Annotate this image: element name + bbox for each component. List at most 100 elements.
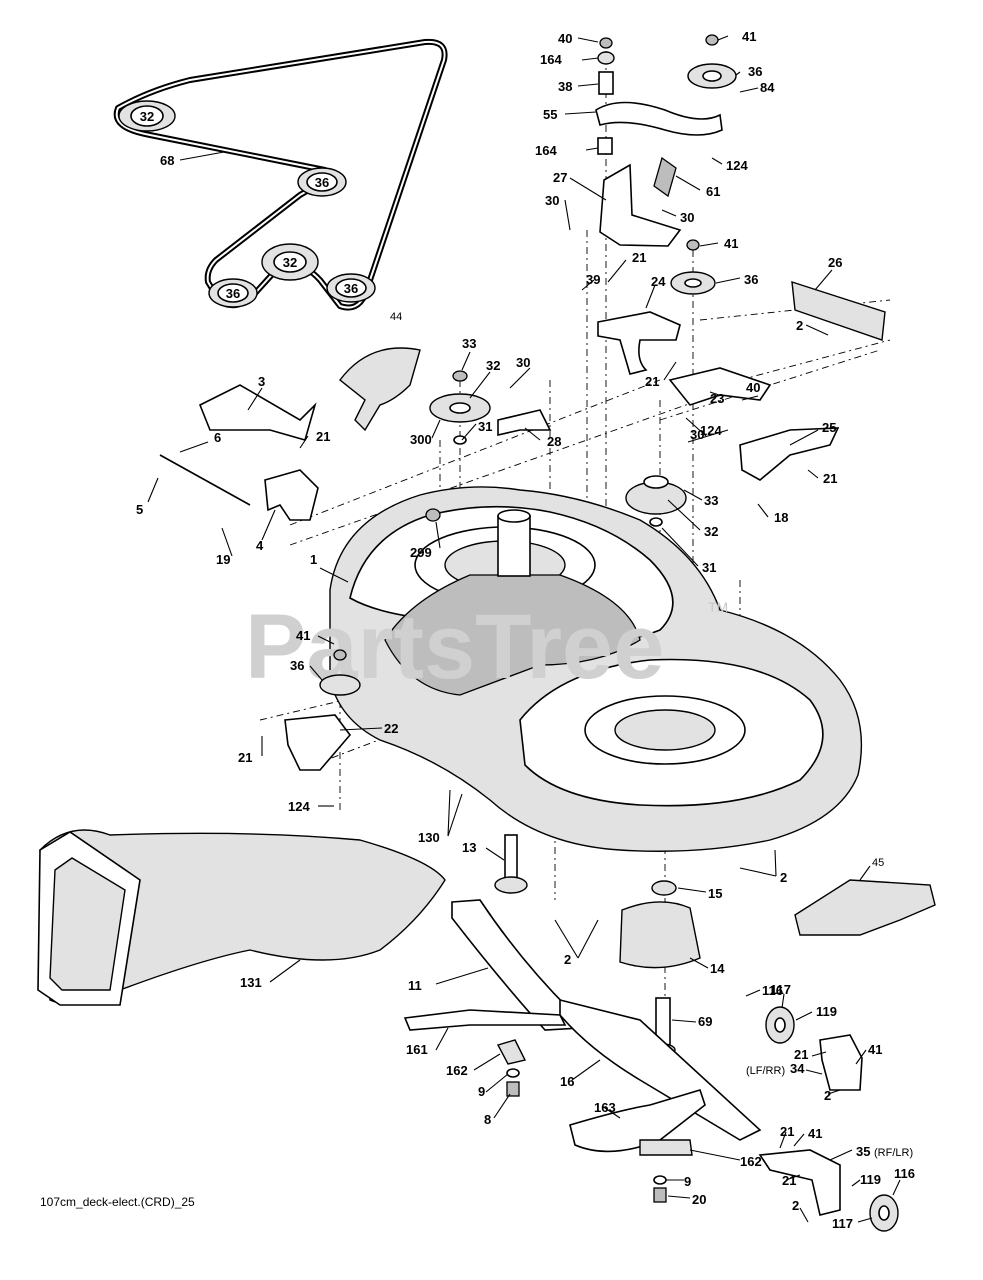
spindle-and-blades — [403, 834, 762, 1203]
callout: 116 — [894, 1166, 915, 1181]
watermark-tm: TM — [708, 599, 728, 615]
callout: 164 — [540, 52, 562, 67]
callout: 116 — [762, 983, 783, 998]
svg-text:32: 32 — [140, 109, 154, 124]
callout: 21 — [645, 374, 659, 389]
deck-pulleys — [319, 370, 687, 696]
deflector-and-wheels — [758, 879, 936, 1232]
callout: 4 — [256, 538, 264, 553]
callout: 36 — [748, 64, 762, 79]
callout: 36 — [290, 658, 304, 673]
callout: 30 — [516, 355, 530, 370]
callout: 2 — [564, 952, 571, 967]
callout: 69 — [698, 1014, 712, 1029]
callout: 22 — [384, 721, 398, 736]
callout: 19 — [216, 552, 230, 567]
callout: 124 — [288, 799, 310, 814]
callout: 2 — [792, 1198, 799, 1213]
callout: 16 — [560, 1074, 574, 1089]
callout: 41 — [868, 1042, 882, 1057]
callout: 2 — [796, 318, 803, 333]
callout: 162 — [740, 1154, 762, 1169]
callout: 163 — [594, 1100, 616, 1115]
watermark: PartsTree — [245, 596, 664, 698]
callout: 164 — [535, 143, 557, 158]
callout: 20 — [692, 1192, 706, 1207]
drawing-id: 107cm_deck-elect.(CRD)_25 — [40, 1195, 195, 1209]
callout: 3 — [258, 374, 265, 389]
callout: 9 — [684, 1174, 691, 1189]
callout-note: (LF/RR) — [746, 1065, 785, 1077]
callout: 61 — [706, 184, 720, 199]
callout: 9 — [478, 1084, 485, 1099]
callout: 21 — [316, 429, 330, 444]
callout: 31 — [478, 419, 492, 434]
callout: 6 — [214, 430, 221, 445]
idler-arm-assembly — [595, 34, 886, 481]
callout: 41 — [296, 628, 310, 643]
callout: 31 — [702, 560, 716, 575]
callout: 30 — [690, 427, 704, 442]
callout: 21 — [782, 1173, 796, 1188]
callout: 161 — [406, 1042, 428, 1057]
left-bracket-group — [159, 347, 421, 771]
callout: 5 — [136, 502, 143, 517]
callout: 21 — [632, 250, 646, 265]
callout: 11 — [408, 978, 422, 993]
callout: 21 — [823, 471, 837, 486]
callout: 36 — [744, 272, 758, 287]
callout: 300 — [410, 432, 432, 447]
callout: 28 — [547, 434, 561, 449]
callout: 23 — [710, 391, 724, 406]
callout: 26 — [828, 255, 842, 270]
callout: 124 — [700, 423, 722, 438]
callout: 27 — [553, 170, 567, 185]
leader-lines — [147, 35, 901, 1223]
callout: 40 — [558, 31, 572, 46]
callout: 35 — [856, 1144, 870, 1159]
callout: 117 — [770, 982, 791, 997]
callout: 44 — [390, 311, 402, 323]
mower-deck-housing — [329, 486, 863, 852]
callout: 24 — [651, 274, 666, 289]
callout: 21 — [780, 1124, 794, 1139]
discharge-chute — [37, 829, 446, 1006]
callout: 41 — [742, 29, 756, 44]
callout: 131 — [240, 975, 262, 990]
pulley-badge: 36 — [208, 278, 258, 308]
callout: 45 — [872, 857, 884, 869]
callout: 15 — [708, 886, 722, 901]
pulley-badge: 36 — [297, 167, 347, 197]
callout: 34 — [790, 1061, 805, 1076]
svg-text:36: 36 — [315, 175, 329, 190]
callout: 119 — [860, 1172, 881, 1187]
callout: 14 — [710, 961, 725, 976]
callout: 21 — [238, 750, 252, 765]
callout: 30 — [680, 210, 694, 225]
callout: 25 — [822, 420, 836, 435]
callout: 21 — [794, 1047, 808, 1062]
callout: 38 — [558, 79, 572, 94]
callout-labels: 40 41 164 36 38 84 55 164 124 27 61 30 3… — [136, 29, 915, 1231]
callout: 117 — [832, 1216, 853, 1231]
callout: 162 — [446, 1063, 468, 1078]
callout: 41 — [808, 1126, 822, 1141]
svg-text:36: 36 — [226, 286, 240, 301]
callout: 30 — [545, 193, 559, 208]
pulley-badge: 32 — [261, 243, 319, 281]
callout: 8 — [484, 1112, 491, 1127]
callout: 1 — [310, 552, 317, 567]
callout: 32 — [704, 524, 718, 539]
callout: 2 — [780, 870, 787, 885]
callout: 84 — [760, 80, 775, 95]
callout: 68 — [160, 153, 174, 168]
callout: 32 — [486, 358, 500, 373]
callout: 119 — [816, 1004, 837, 1019]
callout-note: (RF/LR) — [874, 1147, 913, 1159]
belt-routing-inset: 32 36 32 36 36 — [113, 38, 448, 311]
callout: 33 — [704, 493, 718, 508]
callout: 39 — [586, 272, 600, 287]
callout: 40 — [746, 380, 760, 395]
callout: 13 — [462, 840, 476, 855]
